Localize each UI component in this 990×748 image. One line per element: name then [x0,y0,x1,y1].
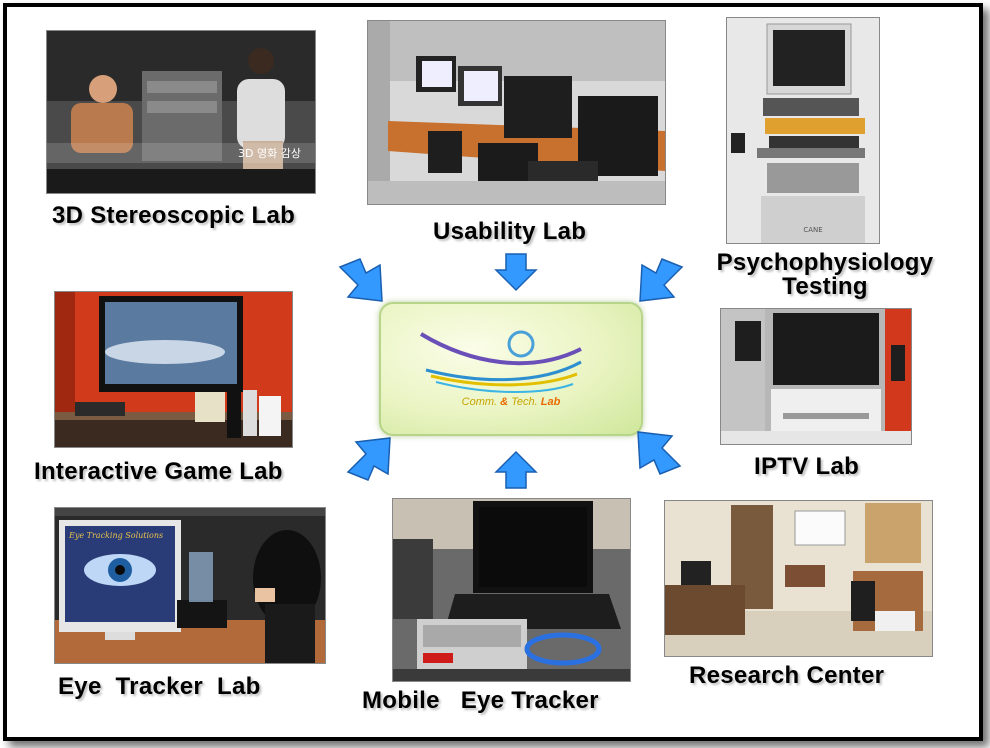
eye-tracker-lab-label: Eye Tracker Lab [58,673,261,700]
arrow-from-game-icon [346,437,391,481]
arrow-from-iptv-icon [637,431,682,475]
eye-tracker-lab-photo: Eye Tracking Solutions [54,507,326,664]
game-lab-photo [54,291,293,448]
eye-tracker-screen-banner: Eye Tracking Solutions [68,531,163,540]
psychophysiology-label: Psychophysiology Testing [700,251,950,299]
psychophysiology-label-line1: Psychophysiology [716,249,934,276]
iptv-lab-label: IPTV Lab [754,453,860,480]
logo-text-lab: Lab [537,396,561,408]
psychophysiology-photo: CANE [726,17,880,244]
usability-lab-photo [367,20,666,205]
mobile-eye-tracker-photo [392,498,631,682]
usability-lab-label: Usability Lab [433,218,587,245]
svg-text:CANE: CANE [803,226,822,234]
logo-text: Comm. & Tech. Lab [381,396,641,408]
iptv-lab-photo [720,308,912,445]
arrow-from-stereo-icon [338,258,383,302]
logo-text-prefix: Comm. [461,396,498,408]
logo-text-amp: & [497,396,512,408]
arrow-from-psychophysiology-icon [639,258,684,302]
logo-circle-icon [507,330,535,358]
game-lab-label: Interactive Game Lab [34,458,283,485]
arrow-from-usability-icon [494,253,538,292]
mobile-eye-tracker-label: Mobile Eye Tracker [362,687,599,714]
research-center-photo [664,500,933,657]
stereo-caption: 3D 영화 감상 [238,147,301,160]
logo-text-mid: Tech. [511,396,538,408]
stereo-lab-photo: 3D 영화 감상 [46,30,316,194]
comm-tech-lab-logo: Comm. & Tech. Lab [379,302,643,436]
research-center-label: Research Center [689,662,885,689]
psychophysiology-label-line2: Testing [782,273,868,300]
stereo-lab-label: 3D Stereoscopic Lab [52,202,296,229]
arrow-from-mobile-icon [494,450,538,489]
